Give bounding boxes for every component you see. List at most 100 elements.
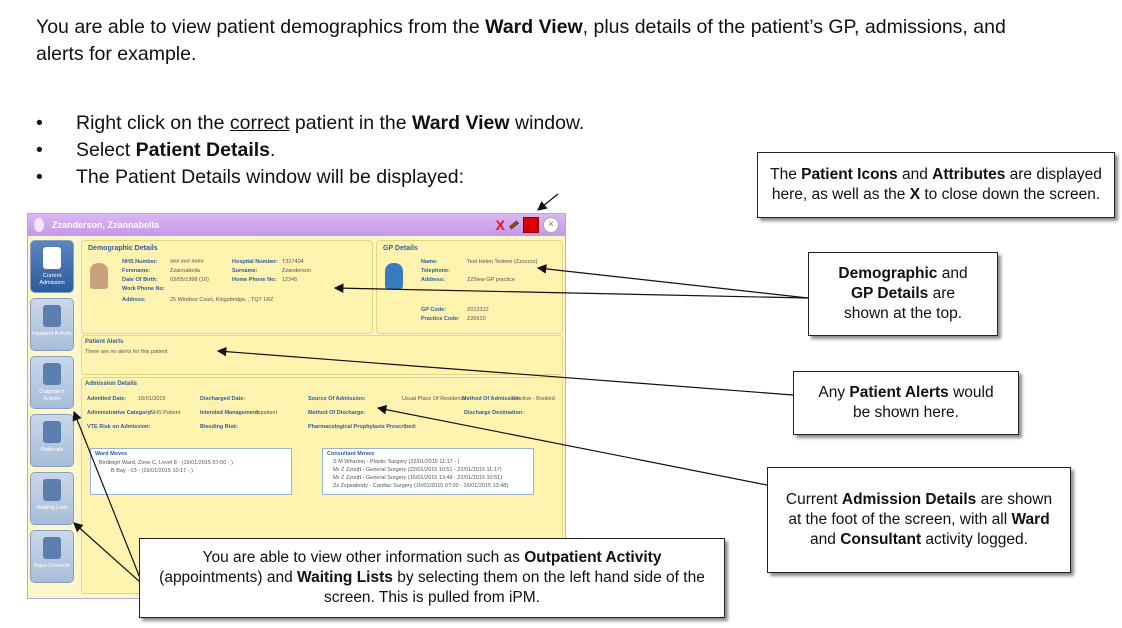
callout-demographic: Demographic and GP Details are shown at … bbox=[808, 252, 998, 336]
list-item: Mr Z Zzouft - General Surgery (22/01/201… bbox=[333, 467, 502, 473]
item-text: patient in the bbox=[289, 112, 413, 134]
callout-text: Any bbox=[818, 384, 850, 401]
sidebar-item-label: Referrals bbox=[40, 447, 64, 453]
intro-text-end: , plus details of the patient’s GP, admi… bbox=[36, 16, 1006, 65]
panel-title: GP Details bbox=[383, 245, 418, 252]
attribute-icon bbox=[523, 217, 539, 233]
field-label: Address: bbox=[122, 297, 146, 303]
list-item: • Right click on the correct patient in … bbox=[36, 110, 584, 137]
callout-text: Current bbox=[785, 491, 842, 508]
list-item: • Select Patient Details. bbox=[36, 137, 584, 164]
bed-icon bbox=[43, 305, 61, 327]
list-item: Zz Zzpeabody - Cardiac Surgery (16/01/20… bbox=[333, 483, 509, 489]
callout-bold: Consultant bbox=[840, 531, 922, 548]
field-label: Practice Code: bbox=[421, 316, 460, 322]
callout-text: are shown at the foot of the screen, wit… bbox=[788, 491, 1053, 528]
item-bold: Ward View bbox=[412, 112, 510, 134]
field-label: Administrative Category: bbox=[87, 410, 153, 416]
callout-text: The bbox=[770, 166, 802, 183]
sidebar-item-current-admission[interactable]: Current Admission bbox=[30, 240, 74, 293]
window-titlebar: Zzanderson, Zzannabella X × bbox=[28, 214, 565, 236]
alert-x-icon: X bbox=[495, 217, 505, 233]
field-label: Source Of Admission: bbox=[308, 396, 366, 402]
bullet: • bbox=[36, 166, 43, 188]
admin-category: NHS Patient bbox=[150, 410, 181, 416]
field-label: Method Of Admission: bbox=[462, 396, 521, 402]
callout-bold: GP Details bbox=[851, 285, 929, 302]
patient-icon bbox=[34, 218, 44, 232]
sidebar-item-label: Outpatient Activity bbox=[39, 389, 65, 402]
callout-text: You are able to view other information s… bbox=[202, 549, 525, 566]
hospital-number: T327404 bbox=[282, 259, 304, 265]
patient-avatar bbox=[90, 263, 108, 289]
callout-bold: Waiting Lists bbox=[297, 569, 393, 586]
gp-address: ZZNew GP practice bbox=[467, 277, 515, 283]
field-label: Address: bbox=[421, 277, 445, 283]
contact-icon bbox=[43, 537, 61, 559]
sidebar-item-waiting-lists[interactable]: Waiting Lists bbox=[30, 472, 74, 525]
callout-bold: Outpatient Activity bbox=[524, 549, 662, 566]
panel-title: Demographic Details bbox=[88, 245, 158, 252]
list-item: Birdleigh Ward, Zone C, Level 8 - (16/01… bbox=[99, 460, 234, 466]
sidebar-item-inpatient-activity[interactable]: Inpatient Activity bbox=[30, 298, 74, 351]
field-label: Forename: bbox=[122, 268, 151, 274]
panel-title: Patient Alerts bbox=[85, 339, 124, 345]
field-label: Hospital Number: bbox=[232, 259, 278, 265]
document-icon bbox=[43, 421, 61, 443]
gp-code: Z012312 bbox=[467, 307, 489, 313]
list-title: Consultant Moves bbox=[327, 451, 375, 457]
field-label: Pharmacological Prophylaxis Prescribed: bbox=[308, 424, 417, 430]
item-text: Select bbox=[76, 139, 136, 161]
intended-management: Inpatient bbox=[256, 410, 278, 416]
demographic-panel: Demographic Details NHS Number: ### ### … bbox=[81, 240, 373, 334]
callout-text: and bbox=[897, 166, 933, 183]
field-label: Telephone: bbox=[421, 268, 450, 274]
nhs-number: ### ### #### bbox=[170, 259, 204, 265]
field-label: VTE Risk on Admission: bbox=[87, 424, 151, 430]
field-label: Bleeding Risk: bbox=[200, 424, 239, 430]
callout-bold: Admission Details bbox=[841, 491, 977, 508]
field-label: Method Of Discharge: bbox=[308, 410, 366, 416]
field-label: Surname: bbox=[232, 268, 258, 274]
callout-text: and bbox=[810, 531, 841, 548]
list-title: Ward Moves bbox=[95, 451, 128, 457]
pen-icon bbox=[508, 220, 520, 230]
item-text: window. bbox=[509, 112, 585, 134]
window-title: Zzanderson, Zzannabella bbox=[52, 220, 160, 230]
field-label: Admitted Date: bbox=[87, 396, 127, 402]
callout-text: activity logged. bbox=[921, 531, 1028, 548]
callout-bold: Demographic bbox=[838, 265, 938, 282]
date-of-birth: 03/05/1998 (16) bbox=[170, 277, 209, 283]
intro-bold-ward-view: Ward View bbox=[485, 16, 583, 38]
field-label: Name: bbox=[421, 259, 438, 265]
method-of-admission: Elective - Booked bbox=[512, 396, 555, 402]
sidebar-item-label: Inpatient Activity bbox=[32, 331, 72, 337]
intro-paragraph: You are able to view patient demographic… bbox=[36, 14, 1036, 68]
sidebar-item-rapa-contacts[interactable]: Rapa Contacts bbox=[30, 530, 74, 583]
field-label: GP Code: bbox=[421, 307, 446, 313]
callout-text: by selecting them on the left hand side … bbox=[324, 569, 705, 606]
list-item: Mr Z Zzouft - General Surgery (16/01/201… bbox=[333, 475, 503, 481]
sidebar-item-label: Waiting Lists bbox=[36, 505, 68, 511]
sidebar-item-label: Rapa Contacts bbox=[33, 563, 71, 569]
callout-bold: X bbox=[909, 186, 921, 203]
panel-title: Admission Details bbox=[85, 381, 138, 387]
sidebar-item-referrals[interactable]: Referrals bbox=[30, 414, 74, 467]
person-icon bbox=[43, 247, 61, 269]
intro-text: You are able to view patient demographic… bbox=[36, 16, 486, 38]
sidebar-item-outpatient-activity[interactable]: Outpatient Activity bbox=[30, 356, 74, 409]
callout-bold: Patient Icons bbox=[801, 166, 898, 183]
field-label: Intended Management: bbox=[200, 410, 260, 416]
consultant-moves-list: Consultant Moves S M Wharton - Plastic S… bbox=[322, 448, 534, 495]
callout-text: to close down the screen. bbox=[920, 186, 1101, 203]
admitted-date: 16/01/2015 bbox=[138, 396, 166, 402]
close-icon[interactable]: × bbox=[543, 217, 559, 233]
callout-text: are displayed here, as well as the bbox=[771, 166, 1102, 203]
list-item: • The Patient Details window will be dis… bbox=[36, 164, 584, 191]
callout-admission: Current Admission Details are shown at t… bbox=[767, 467, 1071, 573]
source-of-admission: Usual Place Of Residence bbox=[402, 396, 467, 402]
field-label: Work Phone No: bbox=[122, 286, 165, 292]
callout-bold: Attributes bbox=[932, 166, 1006, 183]
home-phone: 12345 bbox=[282, 277, 298, 283]
field-label: Discharged Date: bbox=[200, 396, 246, 402]
